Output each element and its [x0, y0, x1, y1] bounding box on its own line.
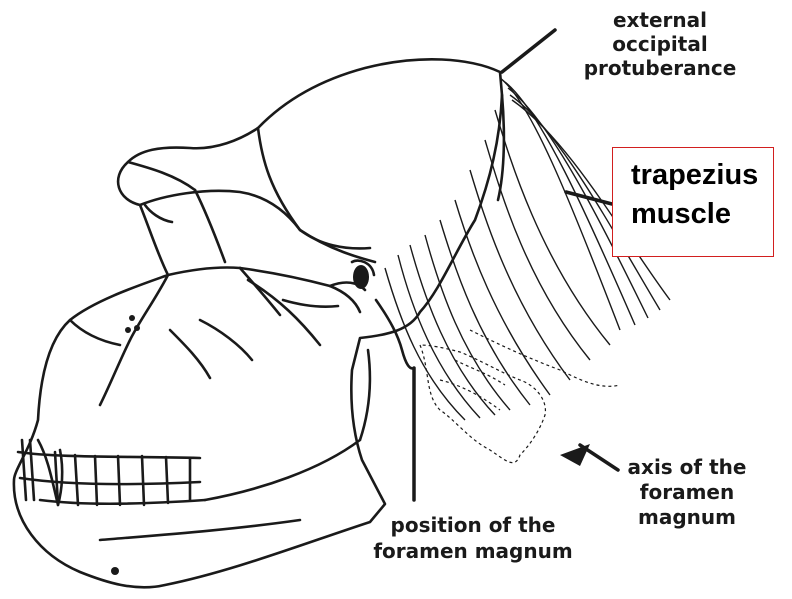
mandible — [205, 350, 370, 500]
leader-occipital — [502, 30, 555, 72]
label-axis-of-foramen-magnum: axis of the foramen magnum — [602, 455, 772, 530]
label-position-of-foramen-magnum: position of the foramen magnum — [348, 512, 598, 564]
label-trapezius-muscle: trapezius muscle — [612, 147, 774, 257]
orbit-ridge — [128, 162, 195, 190]
brow-inner — [195, 190, 225, 262]
label-external-occipital-protuberance: external occipital protuberance — [560, 8, 760, 80]
temporal-line — [258, 128, 375, 262]
arrow-head-icon — [560, 444, 590, 466]
skull-outline — [14, 59, 502, 587]
brow-ridge — [140, 191, 300, 230]
